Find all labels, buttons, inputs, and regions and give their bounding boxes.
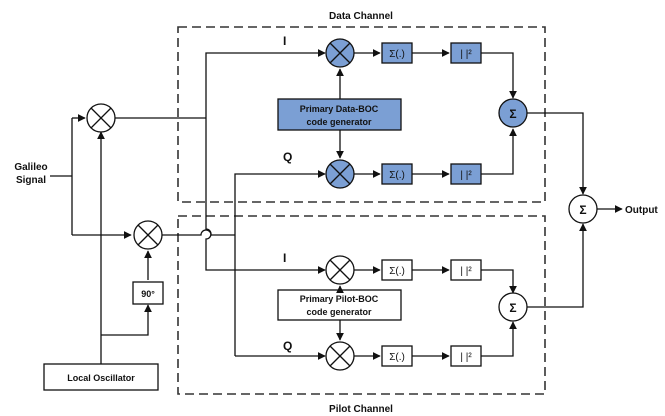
input-signal-label-line1: Galileo (14, 162, 47, 173)
data-magnitude-q-label: | |² (460, 170, 472, 181)
data-summer-label: Σ (509, 107, 516, 121)
pilot-code-generator-line2: code generator (306, 307, 372, 317)
data-code-generator-line1: Primary Data-BOC (300, 104, 379, 114)
pilot-mixer-i (325, 255, 355, 285)
phase-shift-label: 90° (141, 289, 155, 299)
oscillator-wires (97, 131, 152, 364)
pilot-integrator-i-label: Σ(.) (389, 266, 405, 277)
data-mixer-i (325, 38, 355, 68)
mixer-i-frontend (86, 103, 116, 133)
final-combiner-wires (527, 112, 623, 308)
pilot-code-generator-line1: Primary Pilot-BOC (300, 294, 379, 304)
data-integrator-q-label: Σ(.) (389, 170, 405, 181)
data-channel-boundary (177, 26, 546, 203)
pilot-i-label: I (283, 251, 286, 265)
pilot-channel-title: Pilot Channel (329, 404, 393, 415)
input-wires (50, 114, 132, 239)
data-magnitude-i-label: | |² (460, 49, 472, 60)
mixer-q-frontend (133, 220, 163, 250)
pilot-summer-label: Σ (509, 301, 516, 315)
pilot-magnitude-i-label: | |² (460, 266, 472, 277)
pilot-mixer-q (325, 341, 355, 371)
q-path-wires (162, 170, 326, 360)
pilot-channel-wires (354, 266, 517, 360)
input-signal-label-line2: Signal (16, 175, 46, 186)
data-channel-title: Data Channel (329, 11, 393, 22)
pilot-magnitude-q-label: | |² (460, 352, 472, 363)
final-summer (568, 194, 598, 224)
pilot-integrator-q-label: Σ(.) (389, 352, 405, 363)
pilot-channel-boundary (177, 215, 546, 395)
data-channel-wires (354, 49, 517, 178)
final-summer-label: Σ (579, 203, 586, 217)
output-label: Output (625, 205, 658, 216)
data-q-label: Q (283, 150, 292, 164)
pilot-q-label: Q (283, 339, 292, 353)
data-mixer-q (325, 159, 355, 189)
data-i-label: I (283, 34, 286, 48)
data-integrator-i-label: Σ(.) (389, 49, 405, 60)
local-oscillator-label: Local Oscillator (67, 373, 135, 383)
phase-shift-box (132, 281, 164, 305)
data-code-generator-line2: code generator (306, 117, 372, 127)
